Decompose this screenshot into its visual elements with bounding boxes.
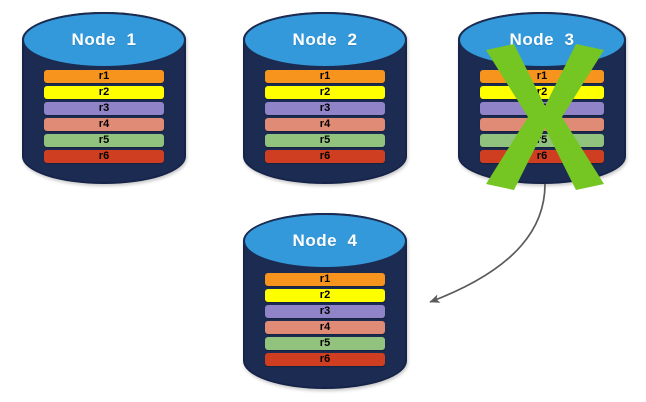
node-1-record-r6[interactable]: r6 [44,150,164,163]
node-1-record-r4[interactable]: r4 [44,118,164,131]
node-3-record-r4[interactable]: r4 [480,118,604,131]
node-3-label: Node 3 [509,30,575,49]
node-1-record-r1[interactable]: r1 [44,70,164,83]
node-1-record-r3[interactable]: r3 [44,102,164,115]
node-2[interactable]: Node 2 r1 r2 r3 r4 r5 r6 [243,12,407,184]
node-3-records: r1 r2 r3 r4 r5 r6 [458,70,626,163]
node-2-record-r6[interactable]: r6 [265,150,385,163]
node-4-records: r1 r2 r3 r4 r5 r6 [243,273,407,366]
node-4-record-r3[interactable]: r3 [265,305,385,318]
node-2-record-r2[interactable]: r2 [265,86,385,99]
node-4[interactable]: Node 4 r1 r2 r3 r4 r5 r6 [243,213,407,389]
node-1-cylinder-top [22,12,186,68]
node-3-record-r2[interactable]: r2 [480,86,604,99]
node-4-record-r1[interactable]: r1 [265,273,385,286]
node-4-label: Node 4 [292,231,358,250]
node-1-label: Node 1 [71,30,137,49]
node-3-record-r6[interactable]: r6 [480,150,604,163]
node-4-cylinder-top [243,213,407,269]
node-4-record-r5[interactable]: r5 [265,337,385,350]
node-2-record-r1[interactable]: r1 [265,70,385,83]
node-2-records: r1 r2 r3 r4 r5 r6 [243,70,407,163]
node-3-record-r1[interactable]: r1 [480,70,604,83]
node-2-record-r4[interactable]: r4 [265,118,385,131]
node-2-label: Node 2 [292,30,358,49]
node-3-record-r5[interactable]: r5 [480,134,604,147]
node-3-record-r3[interactable]: r3 [480,102,604,115]
node-1-records: r1 r2 r3 r4 r5 r6 [22,70,186,163]
node-2-record-r5[interactable]: r5 [265,134,385,147]
node-3[interactable]: Node 3 r1 r2 r3 r4 r5 r6 [458,12,626,184]
node-4-record-r6[interactable]: r6 [265,353,385,366]
node-1[interactable]: Node 1 r1 r2 r3 r4 r5 r6 [22,12,186,184]
node-2-cylinder-top [243,12,407,68]
node-1-record-r5[interactable]: r5 [44,134,164,147]
node-4-record-r4[interactable]: r4 [265,321,385,334]
node-4-record-r2[interactable]: r2 [265,289,385,302]
node-2-record-r3[interactable]: r3 [265,102,385,115]
node-1-record-r2[interactable]: r2 [44,86,164,99]
